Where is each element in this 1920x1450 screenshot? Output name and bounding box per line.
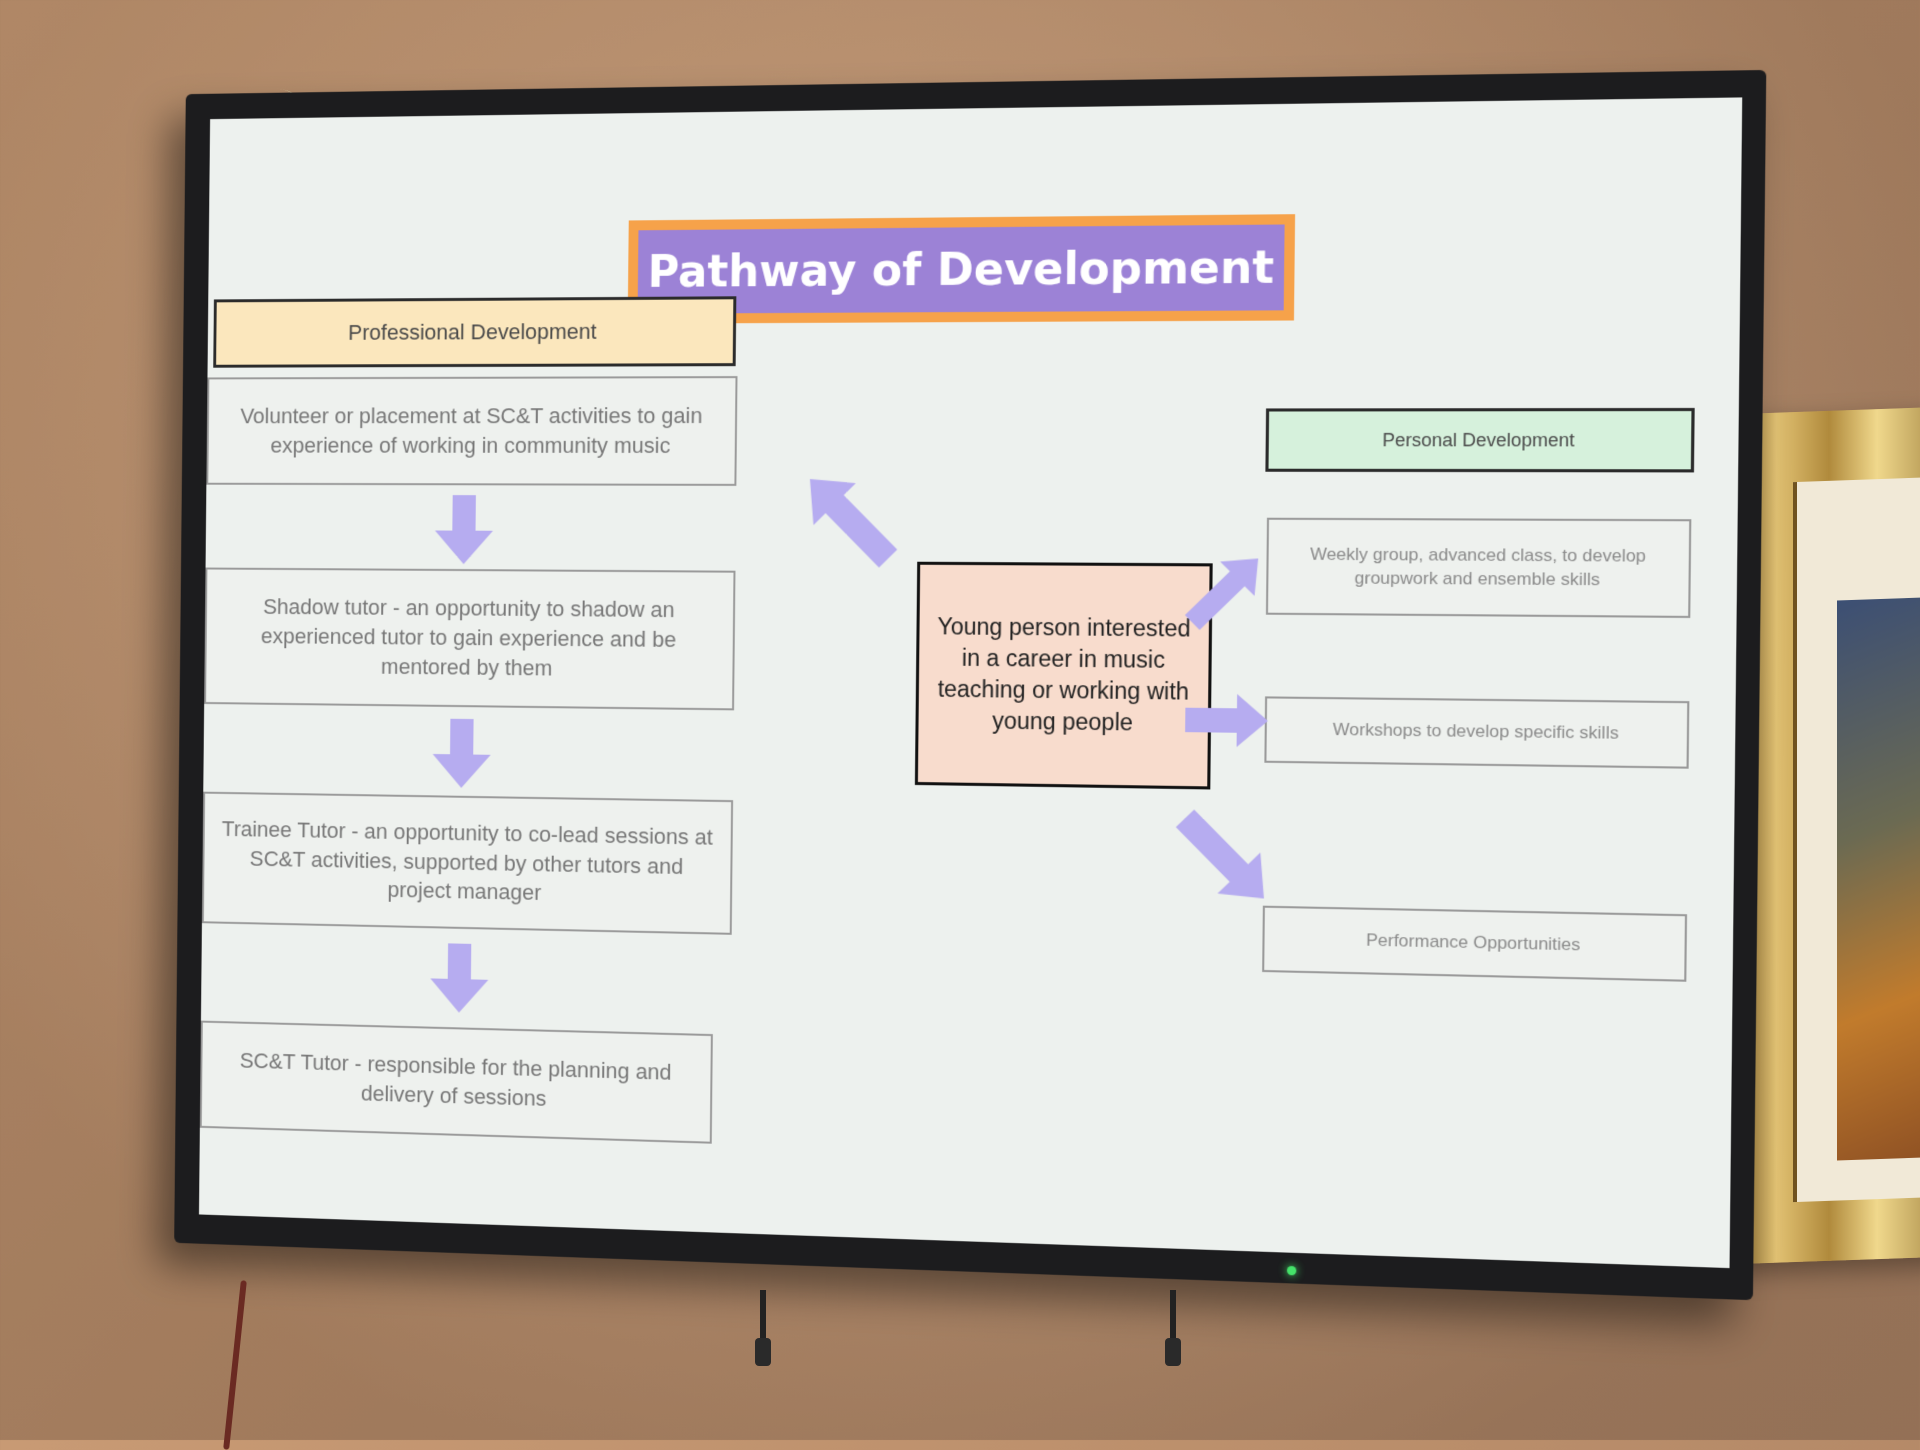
arrow-icon	[809, 479, 900, 570]
tv-mount-right	[1170, 1290, 1176, 1360]
painting	[1837, 596, 1920, 1161]
item-weekly-group: Weekly group, advanced class, to develop…	[1266, 518, 1691, 618]
arrow-down-icon	[430, 719, 493, 789]
step-trainee-tutor: Trainee Tutor - an opportunity to co-lea…	[202, 792, 733, 935]
tv-mount-left	[760, 1290, 766, 1360]
center-box-young-person: Young person interested in a career in m…	[915, 562, 1213, 790]
arrow-down-icon	[433, 495, 496, 564]
item-performance: Performance Opportunities	[1262, 906, 1687, 982]
tv-display: Pathway of Development Professional Deve…	[174, 70, 1766, 1300]
arrow-icon	[1183, 558, 1258, 632]
step-sct-tutor: SC&T Tutor - responsible for the plannin…	[200, 1021, 713, 1144]
arrow-down-icon	[428, 943, 491, 1013]
arrow-icon	[1185, 693, 1268, 747]
power-cable	[223, 1280, 247, 1450]
item-workshops: Workshops to develop specific skills	[1264, 696, 1689, 768]
power-led	[1287, 1266, 1296, 1276]
personal-development-header: Personal Development	[1265, 408, 1694, 472]
step-shadow-tutor: Shadow tutor - an opportunity to shadow …	[204, 568, 735, 711]
professional-development-header: Professional Development	[213, 296, 736, 367]
picture-mat	[1793, 476, 1920, 1202]
slide-screen: Pathway of Development Professional Deve…	[199, 97, 1742, 1268]
step-volunteer: Volunteer or placement at SC&T activitie…	[206, 376, 737, 486]
arrow-icon	[1173, 807, 1265, 898]
